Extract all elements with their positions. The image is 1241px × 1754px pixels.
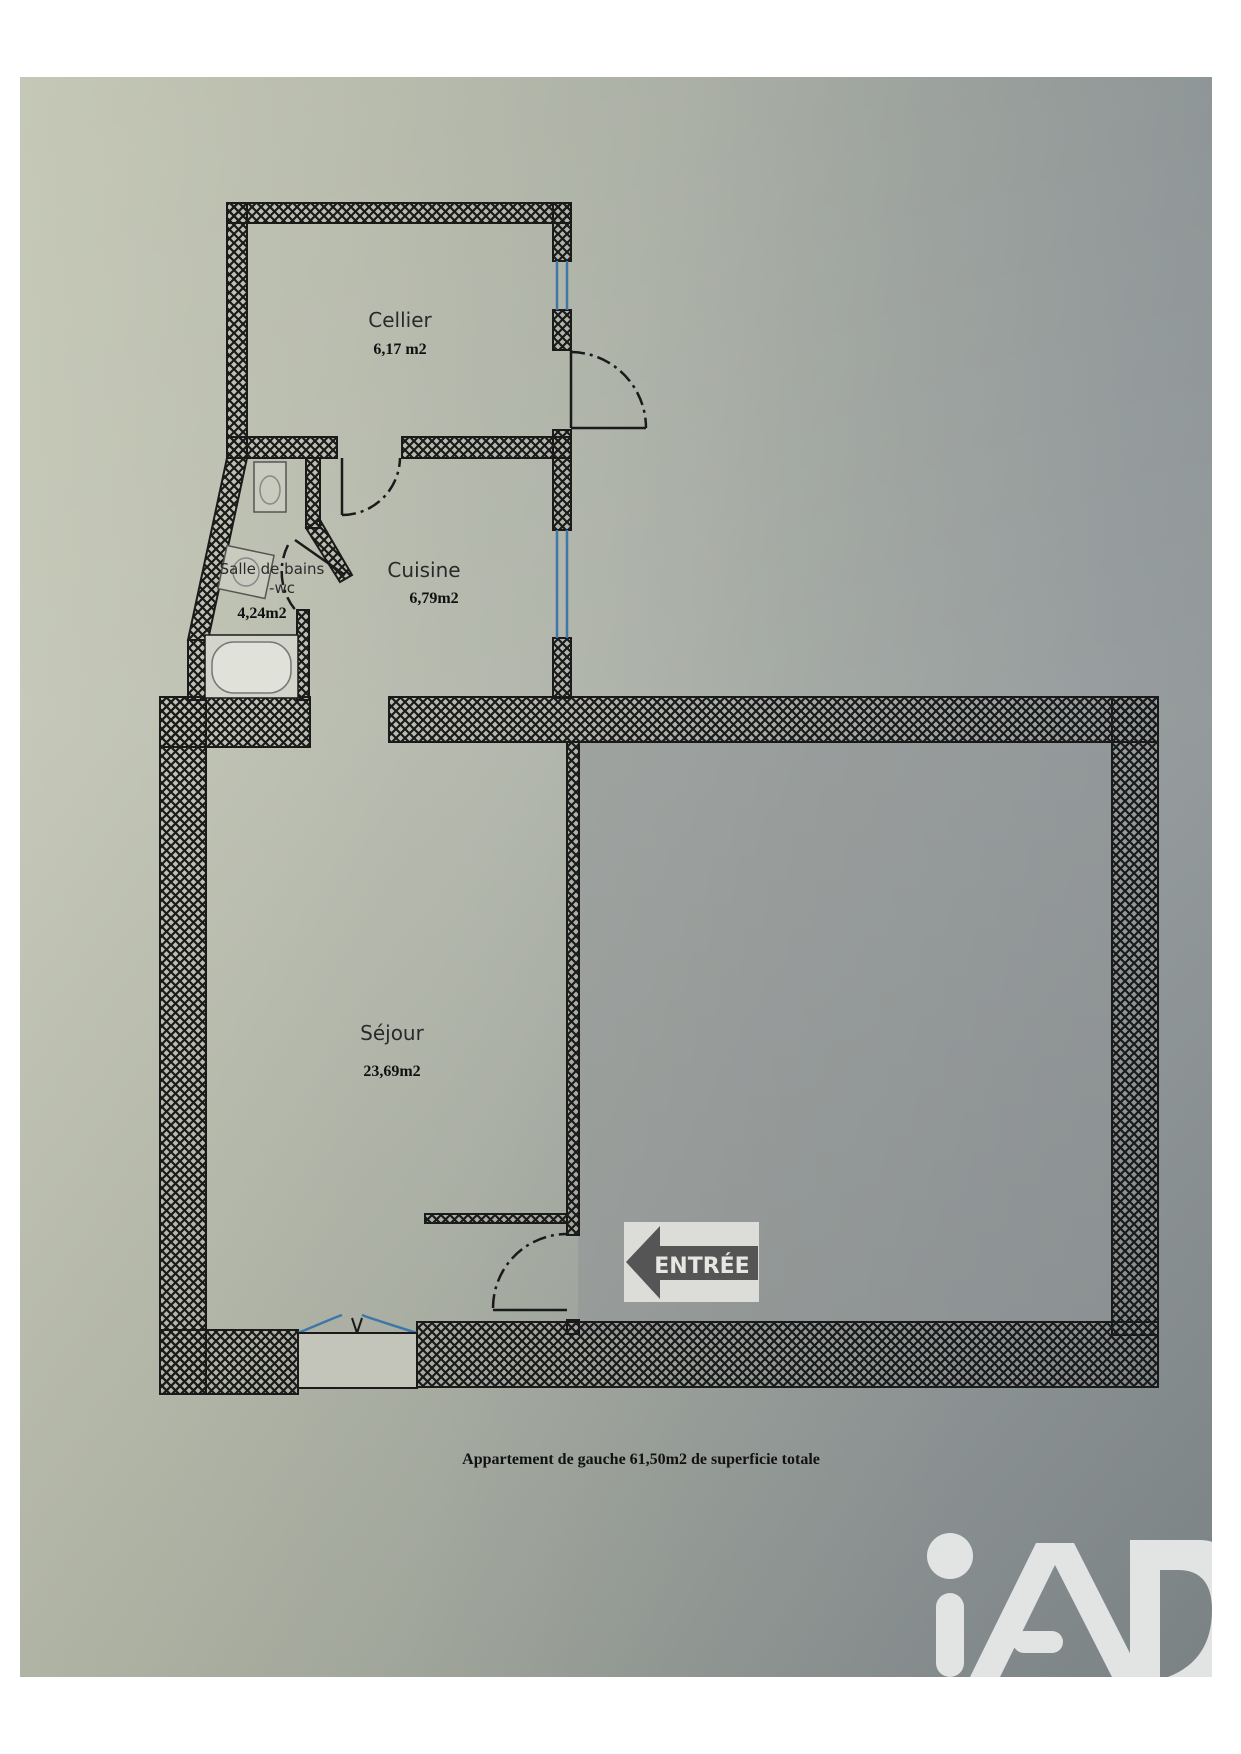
room-area-cellier: 6,17 m2 xyxy=(373,341,426,358)
walls xyxy=(159,202,1159,1395)
sink xyxy=(217,544,275,600)
windows xyxy=(297,261,569,1335)
fixtures xyxy=(204,461,299,699)
room-name-sejour: Séjour xyxy=(360,1021,424,1045)
plan-caption: Appartement de gauche 61,50m2 de superfi… xyxy=(462,1451,820,1468)
entrance-sign: ENTRÉE xyxy=(624,1222,759,1302)
room-name-salle-de-bains: Salle de bains xyxy=(220,560,325,578)
room-area-cuisine: 6,79m2 xyxy=(409,590,458,607)
entrance-label: ENTRÉE xyxy=(654,1253,749,1279)
room-name-cellier: Cellier xyxy=(368,308,432,332)
room-name-wc: -wc xyxy=(269,579,295,597)
room-name-cuisine: Cuisine xyxy=(387,558,460,582)
room-area-sejour: 23,69m2 xyxy=(363,1063,420,1080)
doors xyxy=(280,350,648,1312)
room-area-salle-de-bains: 4,24m2 xyxy=(237,605,286,622)
iad-logo xyxy=(927,1533,1212,1677)
bottom-window-frame xyxy=(297,1332,418,1389)
